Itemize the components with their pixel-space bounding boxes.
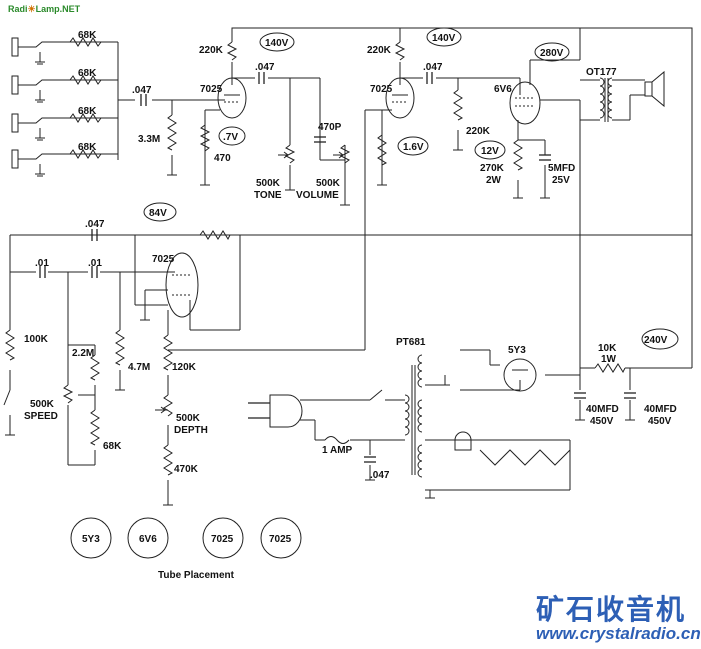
label-v240: 240V [644, 335, 668, 346]
label-fuse: 1 AMP [322, 445, 353, 456]
label-v140-b: 140V [432, 33, 456, 44]
radiolamp-watermark: Radi☀Lamp.NET [8, 4, 81, 14]
capacitors [39, 72, 636, 463]
label-speed: 500K [30, 399, 55, 410]
placement-tube-4: 7025 [269, 534, 292, 545]
label-c470p: 470P [318, 122, 342, 133]
label-r220k-a: 220K [199, 45, 224, 56]
label-r68k-5: 68K [103, 441, 122, 452]
label-c047-b: .047 [423, 62, 443, 73]
label-c047-t: .047 [85, 219, 105, 230]
label-r120k: 120K [172, 362, 197, 373]
label-r470: 470 [214, 153, 231, 164]
label-tube-a: 7025 [200, 84, 223, 95]
tube-placement-diagram [70, 517, 302, 559]
label-c40-a: 40MFD [586, 404, 619, 415]
label-r220k-b: 220K [367, 45, 392, 56]
label-r270k: 270K [480, 163, 505, 174]
label-c01-b: .01 [88, 258, 102, 269]
label-v140-a: 140V [265, 38, 289, 49]
speed-footswitch-icon [3, 389, 11, 406]
input-jacks [11, 37, 118, 174]
label-speed-name: SPEED [24, 411, 58, 422]
label-c40-a-v: 450V [590, 416, 614, 427]
label-vol-name: VOLUME [296, 190, 339, 201]
label-r68k-3: 68K [78, 106, 97, 117]
lamp-icon: ☀ [27, 4, 36, 14]
label-r68k-4: 68K [78, 142, 97, 153]
label-pt: PT681 [396, 337, 426, 348]
power-plug-icon [248, 394, 303, 428]
label-r100k: 100K [24, 334, 49, 345]
placement-tube-3: 7025 [211, 534, 234, 545]
label-r270k-w: 2W [486, 175, 502, 186]
resistors [5, 37, 626, 476]
brand-name: 矿石收音机 [536, 593, 687, 626]
tube-placement-labels: 5Y3 6V6 7025 7025 Tube Placement [82, 534, 292, 581]
label-tube-c: 7025 [152, 254, 175, 265]
label-c047-in: .047 [132, 85, 152, 96]
output-transformer [599, 77, 613, 122]
label-r68k-2: 68K [78, 68, 97, 79]
label-ot: OT177 [586, 67, 617, 78]
label-tone-name: TONE [254, 190, 282, 201]
label-r68k-1: 68K [78, 30, 97, 41]
tube-placement-caption: Tube Placement [158, 570, 235, 581]
label-c40-b-v: 450V [648, 416, 672, 427]
label-v12: 12V [481, 146, 499, 157]
label-rect: 5Y3 [508, 345, 526, 356]
speaker-icon [644, 70, 665, 108]
label-r470k: 470K [174, 464, 199, 475]
power-switch-icon [369, 389, 383, 401]
label-v280: 280V [540, 48, 564, 59]
label-c01-a: .01 [35, 258, 49, 269]
label-c5mfd: 5MFD [548, 163, 575, 174]
label-depth-name: DEPTH [174, 425, 208, 436]
label-tube-6v6: 6V6 [494, 84, 512, 95]
ground-symbols [5, 61, 635, 506]
wires [9, 27, 693, 505]
label-r220k-c: 220K [466, 126, 491, 137]
label-c047-a: .047 [255, 62, 275, 73]
label-c047-line: .047 [370, 470, 390, 481]
label-r2m2: 2.2M [72, 348, 94, 359]
label-r10k-w: 1W [601, 354, 617, 365]
voltage-balloons [143, 27, 679, 350]
tubes [165, 77, 541, 392]
placement-tube-2: 6V6 [139, 534, 157, 545]
label-v16: 1.6V [403, 142, 424, 153]
label-r4m7: 4.7M [128, 362, 150, 373]
fuse-icon [324, 436, 350, 444]
label-v07: .7V [223, 132, 238, 143]
label-depth: 500K [176, 413, 201, 424]
placement-tube-1: 5Y3 [82, 534, 100, 545]
label-vol: 500K [316, 178, 341, 189]
label-tone: 500K [256, 178, 281, 189]
potentiometers [62, 144, 351, 417]
label-v84: 84V [149, 208, 167, 219]
label-r3m3: 3.3M [138, 134, 160, 145]
label-c40-b: 40MFD [644, 404, 677, 415]
brand-url: www.crystalradio.cn [536, 624, 701, 643]
label-tube-b: 7025 [370, 84, 393, 95]
power-transformer [404, 354, 571, 478]
label-c5mfd-v: 25V [552, 175, 570, 186]
component-labels: 68K 68K 68K 68K .047 3.3M 220K 140V 7025… [24, 30, 677, 481]
label-r10k: 10K [598, 343, 617, 354]
